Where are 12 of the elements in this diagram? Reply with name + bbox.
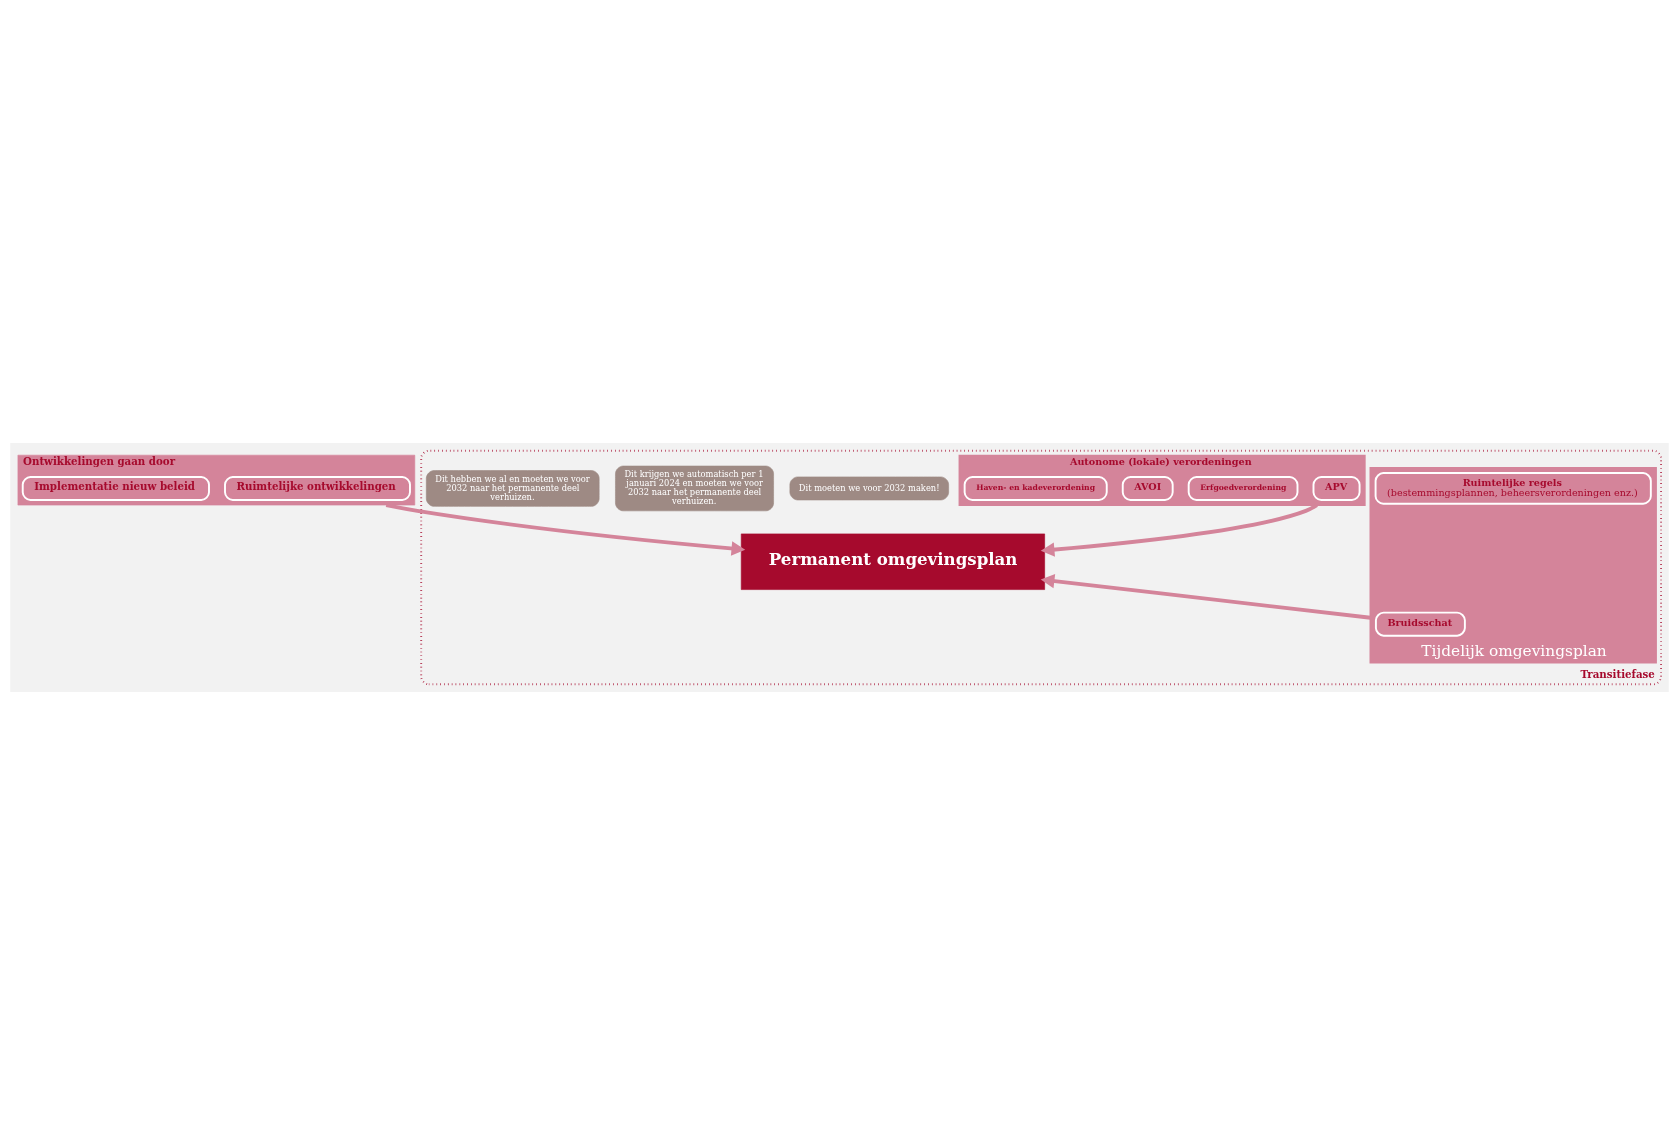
arrow <box>385 502 746 556</box>
node-box: Dit moeten we voor 2032 maken! <box>789 476 949 500</box>
node-box: Dit hebben we al en moeten we voor 2032 naar het permanente deel verhuizen. <box>426 469 600 507</box>
node-box: Ruimtelijke ontwikkelingen <box>224 475 411 501</box>
node-box: APV <box>1312 475 1361 501</box>
node-box: Dit krijgen we automatisch per 1 januari 2024 en moeten we voor 2032 naar het permanente deel verhuizen. <box>615 465 774 511</box>
node-box: AVOI <box>1121 475 1174 501</box>
arrow <box>1040 573 1371 620</box>
node-box: Implementatie nieuw beleid <box>21 475 210 501</box>
node-box: Bruidsschat <box>1374 611 1466 637</box>
node-box: Permanent omgevingsplan <box>740 533 1045 590</box>
node-box: Ruimtelijke regels (bestemmingsplannen, beheersverordeningen enz.) <box>1374 471 1652 505</box>
